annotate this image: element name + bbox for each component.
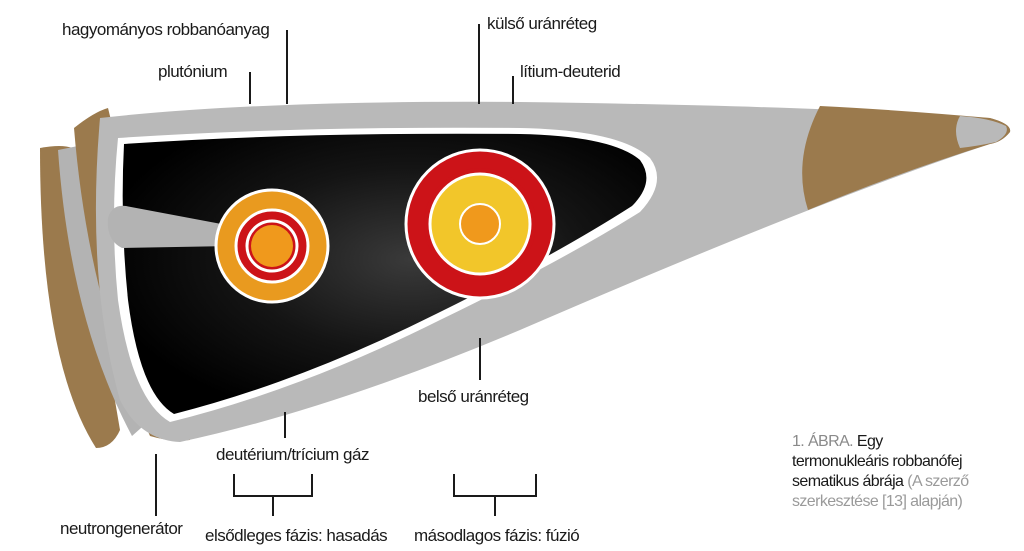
caption-line1: Egy [857,433,883,450]
nose-tip-cap [956,116,1007,148]
primary-stage [216,190,328,302]
label-conventional-explosive: hagyományos robbanóanyag [62,20,269,39]
secondary-stage [406,150,554,298]
bracket-secondary [454,474,536,516]
caption-line2: termonukleáris robbanófej [792,452,1024,472]
label-outer-uranium: külső uránréteg [487,14,597,33]
caption-number: 1. ÁBRA. [792,433,853,450]
label-lithium-deuteride: lítium-deuterid [520,62,620,81]
label-plutonium: plutónium [158,62,228,81]
label-secondary-stage: másodlagos fázis: fúzió [414,526,579,545]
bracket-primary [234,474,312,516]
label-inner-uranium: belső uránréteg [418,387,529,406]
caption-note-1: (A szerző [907,473,968,490]
label-neutron-generator: neutrongenerátor [60,519,183,538]
label-primary-stage: elsődleges fázis: hasadás [205,526,387,545]
caption-line3: sematikus ábrája [792,473,903,490]
label-dt-gas: deutérium/trícium gáz [216,445,369,464]
figure-caption: 1. ÁBRA. Egy termonukleáris robbanófej s… [792,432,1024,512]
caption-note-2: szerkesztése [13] alapján) [792,492,1024,512]
